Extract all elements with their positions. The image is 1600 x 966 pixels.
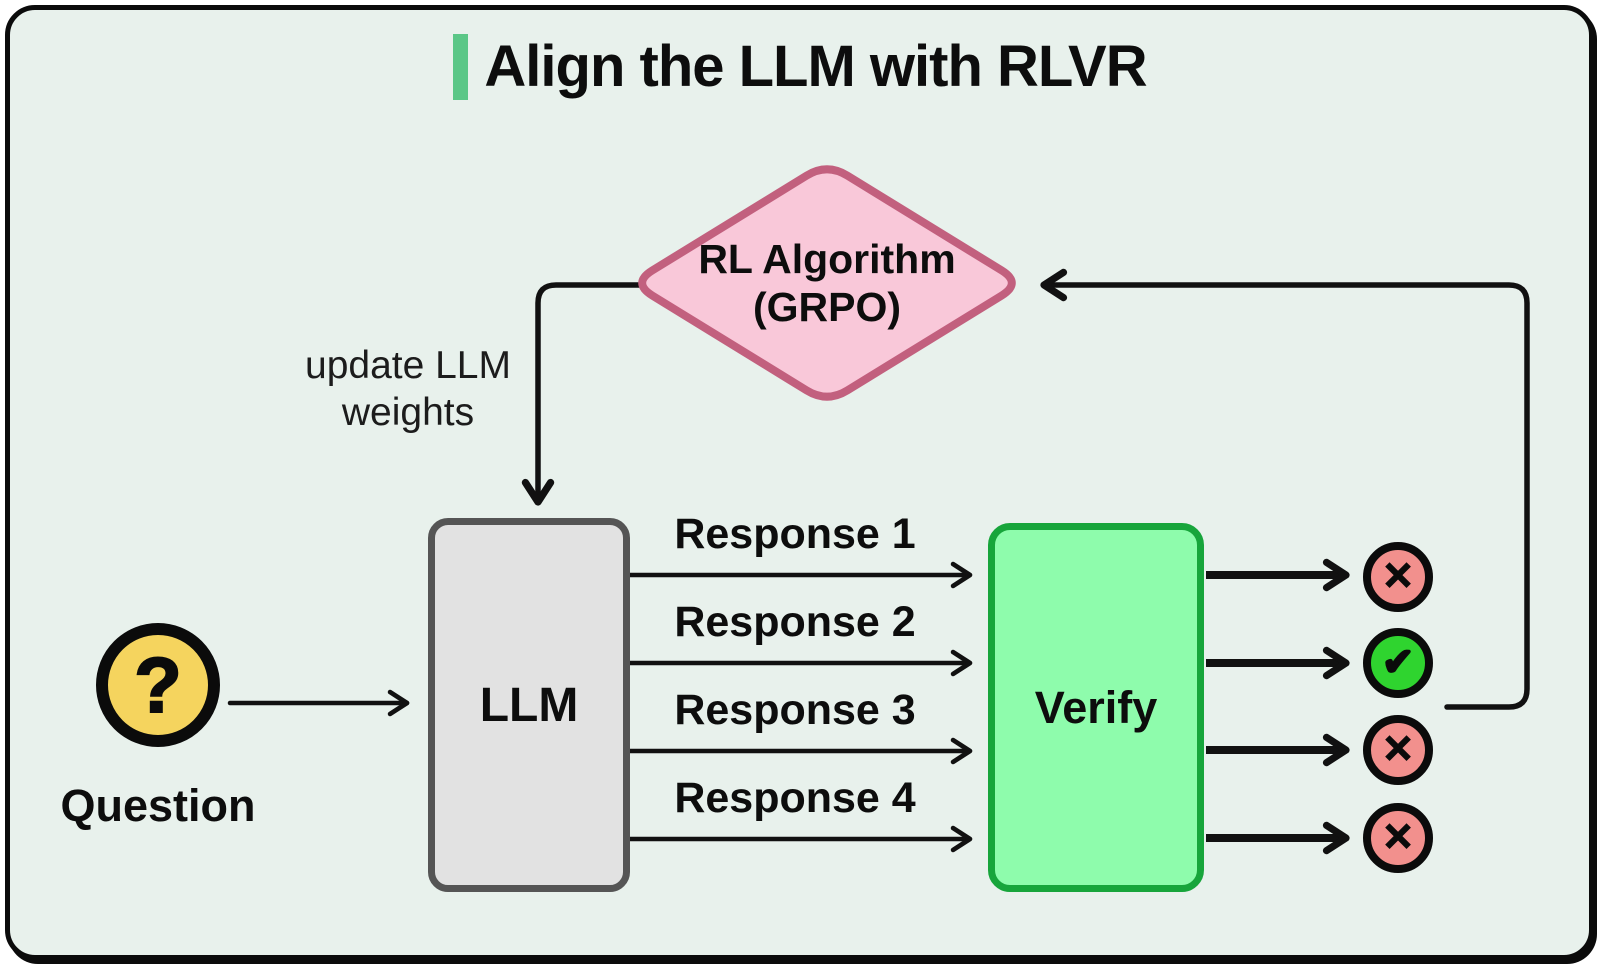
update-weights-label: update LLM weights [268,342,548,436]
llm-label: LLM [479,678,579,732]
update-weights-line2: weights [341,391,475,434]
cross-icon: ✕ [1381,817,1415,859]
result-icon: ✕ [1363,715,1433,785]
response-label-1: Response 1 [674,510,916,558]
response-label-4: Response 4 [674,774,916,822]
verify-label: Verify [1034,681,1158,733]
question-label: Question [60,780,256,831]
question-mark-glyph: ? [133,641,183,729]
title: Align the LLM with RLVR [0,33,1600,100]
question-icon: ? [96,623,220,747]
cross-icon: ✕ [1381,556,1415,598]
rl-algorithm-label-line1: RL Algorithm [698,236,956,282]
cross-icon: ✕ [1381,729,1415,771]
rl-algorithm-label-line2: (GRPO) [752,284,902,330]
update-weights-line1: update LLM [305,344,511,387]
result-icon: ✔ [1363,628,1433,698]
page-title: Align the LLM with RLVR [484,34,1147,99]
title-accent-bar [453,33,469,100]
response-label-3: Response 3 [674,686,916,734]
check-icon: ✔ [1381,642,1415,684]
response-label-2: Response 2 [674,598,916,646]
llm-node: LLM [428,518,630,892]
result-icon: ✕ [1363,542,1433,612]
rl-algorithm-label: RL Algorithm (GRPO) [677,235,977,331]
result-icon: ✕ [1363,803,1433,873]
verify-node: Verify [988,523,1204,892]
